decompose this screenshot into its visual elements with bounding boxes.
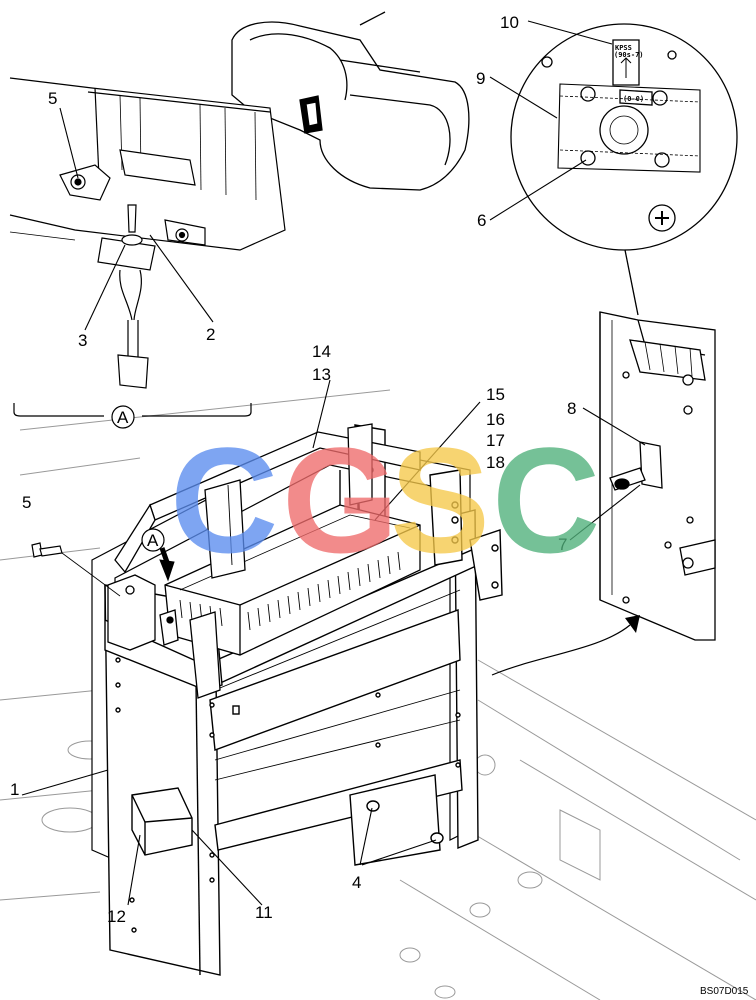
curved-arrow [491, 624, 631, 676]
callout-11: 11 [255, 903, 273, 922]
callout-10: 10 [500, 13, 519, 32]
watermark-logo: C G S C [170, 416, 600, 584]
callout-13: 13 [312, 365, 331, 384]
callout-5-top: 5 [48, 89, 57, 108]
main-frame [91, 424, 503, 976]
drawing-code: BS07D015 [700, 986, 749, 997]
bolt-5 [31, 542, 121, 597]
callout-7: 7 [558, 535, 567, 554]
detail-a-bracket [13, 403, 252, 417]
callout-6: 6 [477, 211, 486, 230]
callout-12: 12 [107, 907, 126, 926]
callout-15: 15 [486, 385, 505, 404]
detail-a-circle-bottom [111, 405, 135, 429]
watermark-letter: C [170, 416, 278, 584]
tag-sub: (90s-7) [614, 51, 644, 59]
callout-18: 18 [486, 453, 505, 472]
callout-17: 17 [486, 431, 505, 450]
seat-illustration [231, 11, 470, 191]
callout-5-bottom: 5 [22, 493, 31, 512]
watermark-letter: G [282, 416, 399, 584]
callout-14: 14 [312, 342, 331, 361]
watermark-letter: C [492, 416, 600, 584]
watermark-letter: S [390, 416, 490, 584]
tag-small: (0-0) [623, 95, 644, 103]
callout-8: 8 [567, 399, 576, 418]
detail-a-marker-bottom: A [117, 408, 129, 427]
detail-a-illustration [9, 77, 286, 389]
callout-4: 4 [352, 873, 361, 892]
magnified-view [510, 23, 738, 316]
callout-2: 2 [206, 325, 215, 344]
callout-1: 1 [10, 780, 19, 799]
callout-16: 16 [486, 410, 505, 429]
battery-unit [107, 423, 421, 699]
tag-title: KPSS [615, 44, 632, 52]
leader-lines [21, 20, 646, 906]
callout-9: 9 [476, 69, 485, 88]
callout-numbers: 5 2 3 10 9 6 14 13 15 16 17 18 8 7 5 1 4… [10, 13, 576, 926]
side-bracket [599, 311, 716, 641]
detail-a-circle-frame [141, 528, 165, 552]
detail-a-marker-frame: A [147, 531, 159, 550]
callout-3: 3 [78, 331, 87, 350]
